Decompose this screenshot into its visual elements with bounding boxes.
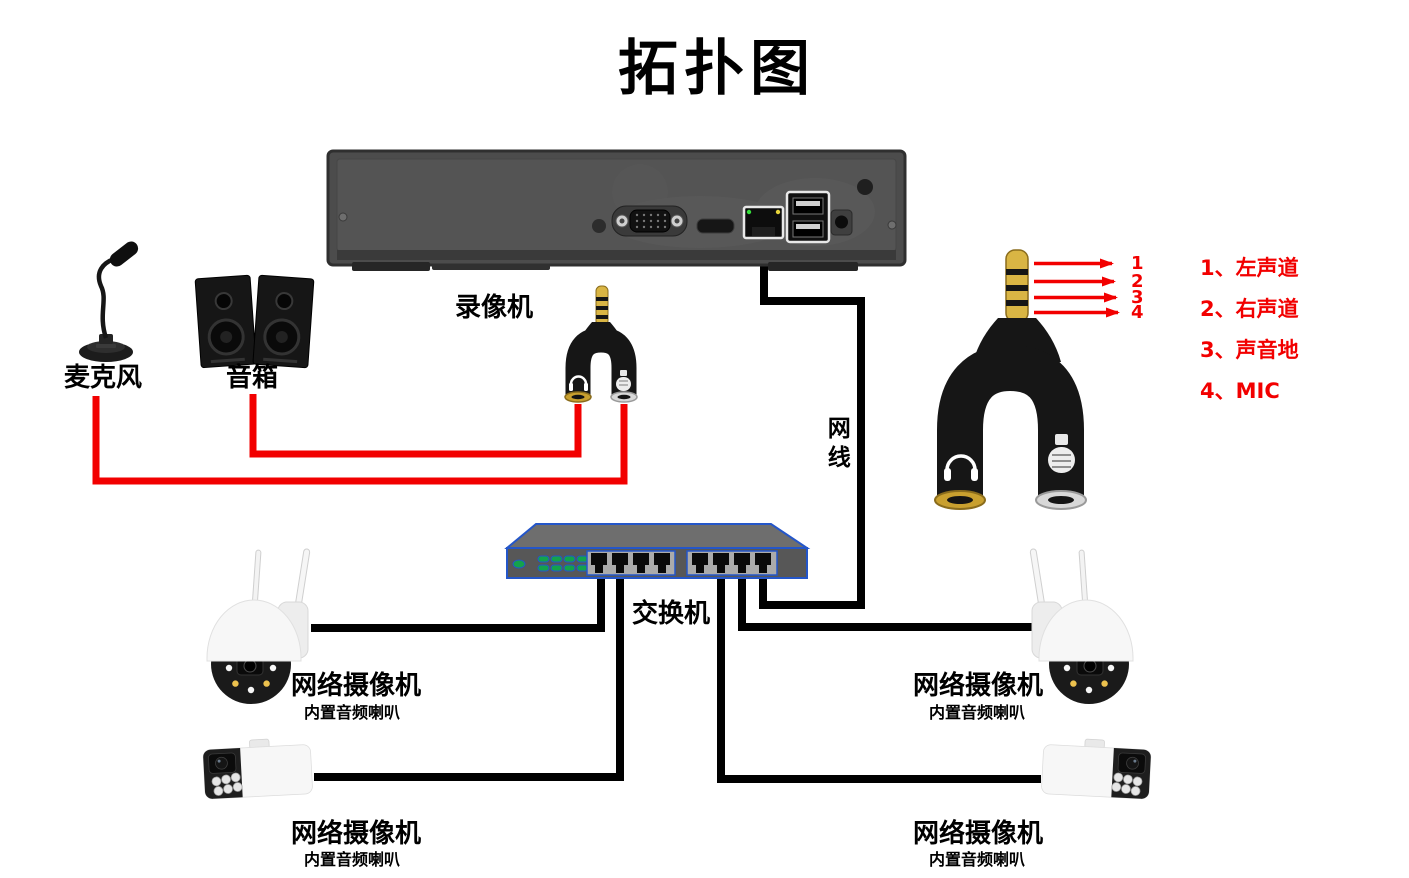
audio-splitter-small <box>564 285 638 403</box>
power-led <box>512 559 526 569</box>
bullet-camera-right <box>1040 738 1152 800</box>
microphone-device <box>79 241 139 362</box>
ptz-camera-right <box>1029 548 1134 705</box>
cable-switch-to-left-ptz <box>311 574 605 632</box>
camera-label: 网络摄像机 <box>912 671 1044 701</box>
microphone-label: 麦克风 <box>63 363 143 393</box>
legend-item: 2、右声道 <box>1200 297 1299 321</box>
vga-port <box>611 205 688 237</box>
power-hole <box>857 179 873 195</box>
pin-number: 1 <box>1131 253 1144 274</box>
cable-switch-to-right-bullet <box>717 574 1041 783</box>
legend-item: 3、声音地 <box>1200 338 1299 362</box>
hdmi-port <box>696 218 735 234</box>
pin-arrows <box>1034 258 1120 318</box>
led-indicators <box>537 555 589 572</box>
nvr-label: 录像机 <box>455 293 534 323</box>
cable-switch-to-right-ptz <box>738 574 1036 631</box>
audio-jack-port <box>830 209 853 236</box>
pin-number: 4 <box>1131 302 1144 323</box>
camera-sublabel: 内置音频喇叭 <box>928 850 1026 869</box>
camera-label: 网络摄像机 <box>912 819 1044 849</box>
audio-splitter-large <box>934 249 1087 510</box>
camera-sublabel: 内置音频喇叭 <box>303 850 401 869</box>
pin-number: 2 <box>1131 271 1144 292</box>
legend-item: 4、MIC <box>1200 379 1280 403</box>
network-cable-label: 网线 <box>823 416 850 474</box>
ethernet-port <box>742 205 785 240</box>
audio-cable-mic-to-splitter <box>92 396 628 485</box>
cable-switch-to-left-bullet <box>314 574 624 781</box>
pin-legend: 1、左声道 2、右声道 3、声音地 4、MIC <box>1200 252 1299 416</box>
mic-icon <box>616 370 631 391</box>
headphone-icon <box>569 375 588 391</box>
mic-icon <box>1048 434 1075 473</box>
speakers-device <box>194 274 315 369</box>
audio-cable-speaker-to-splitter <box>249 394 582 458</box>
network-switch <box>504 523 811 579</box>
ethernet-cable-nvr-to-switch <box>759 234 865 609</box>
bullet-camera-left <box>202 738 314 800</box>
camera-sublabel: 内置音频喇叭 <box>928 703 1026 722</box>
camera-label: 网络摄像机 <box>290 819 422 849</box>
page-title: 拓扑图 <box>618 34 816 104</box>
camera-label: 网络摄像机 <box>290 671 422 701</box>
rj45-ports <box>591 553 771 573</box>
audio-in-hole <box>592 219 606 233</box>
pin-number: 3 <box>1131 287 1144 308</box>
usb-ports <box>785 190 831 244</box>
speakers-label: 音箱 <box>225 363 279 393</box>
camera-sublabel: 内置音频喇叭 <box>303 703 401 722</box>
nvr-device <box>326 149 907 271</box>
legend-item: 1、左声道 <box>1200 256 1299 280</box>
switch-label: 交换机 <box>631 599 711 629</box>
headphone-icon <box>944 454 978 481</box>
cables <box>92 234 1041 783</box>
